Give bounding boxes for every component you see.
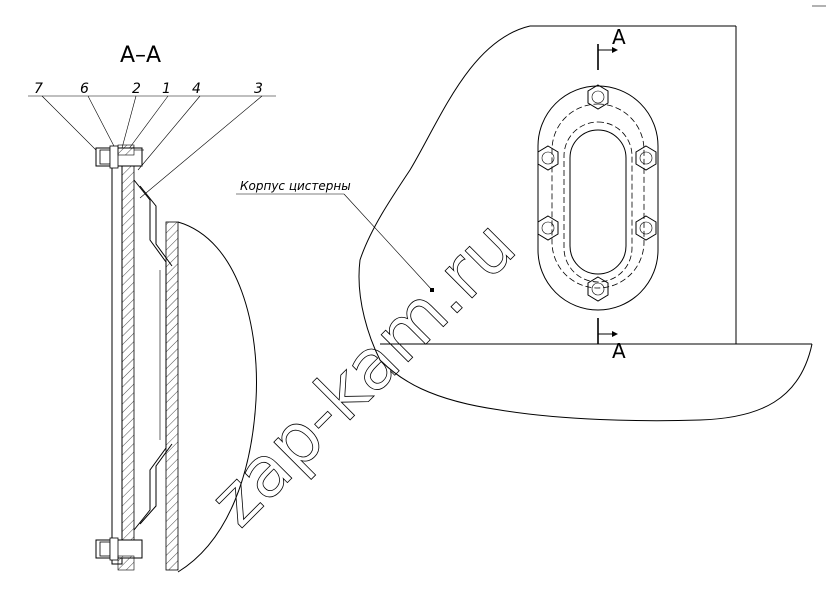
bolt-top xyxy=(587,84,609,110)
section-view: A–A 7 6 2 1 4 3 xyxy=(28,43,276,573)
bolt-bottom xyxy=(587,276,609,302)
section-title: A–A xyxy=(120,43,161,68)
part-label-1: 1 xyxy=(162,81,171,97)
watermark: zap-kam.ru xyxy=(194,205,531,542)
bolt-lower-left xyxy=(537,215,559,241)
part-label-6: 6 xyxy=(80,81,89,97)
bolt-lower-right xyxy=(635,215,657,241)
front-view: A A Корпус цистерны xyxy=(236,25,813,422)
part-label-4: 4 xyxy=(192,81,201,97)
callout-tank-body: Корпус цистерны xyxy=(240,179,351,193)
bolt-upper-left xyxy=(537,145,559,171)
section-marker-top: A xyxy=(612,25,626,49)
bolt-upper-right xyxy=(635,145,657,171)
section-marker-bottom: A xyxy=(612,339,626,363)
part-label-3: 3 xyxy=(254,81,263,97)
part-label-2: 2 xyxy=(132,81,141,97)
part-label-7: 7 xyxy=(34,81,43,97)
